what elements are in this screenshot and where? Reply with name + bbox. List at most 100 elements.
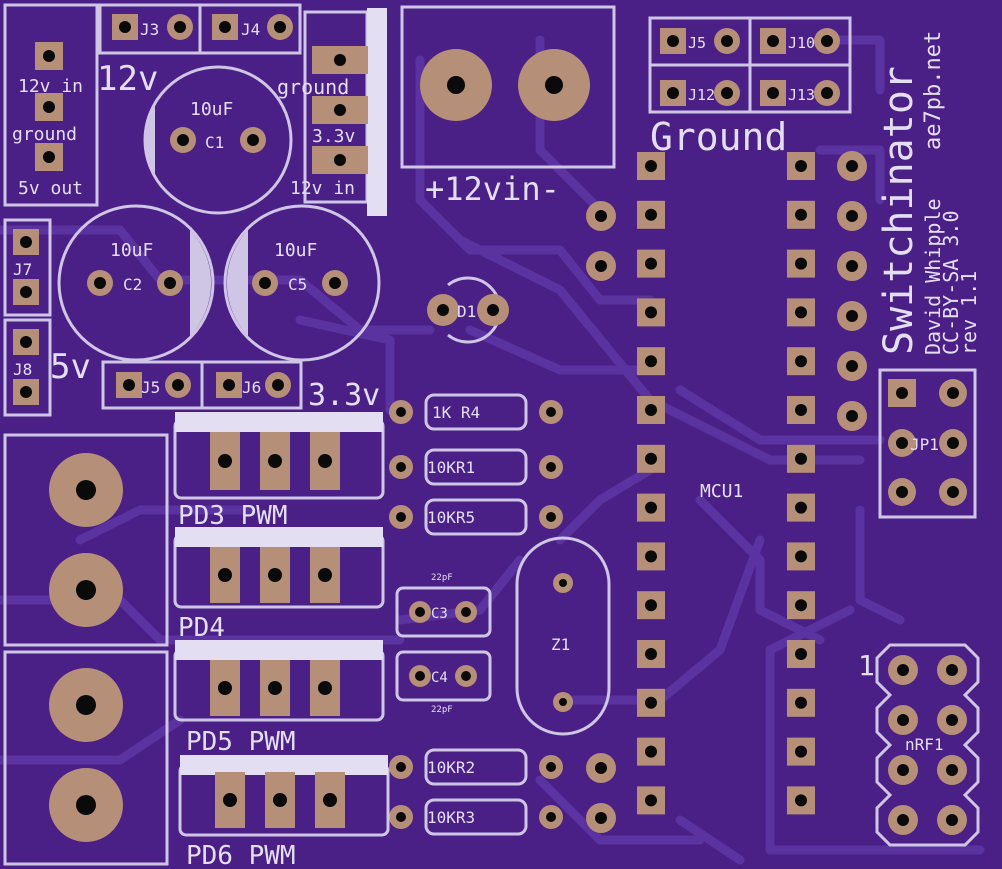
label-pd4: PD4: [178, 613, 225, 643]
board-site: ae7pb.net: [921, 31, 946, 150]
resistor-r3: 10KR3: [389, 798, 563, 836]
mcu-socket: MCU1: [637, 152, 815, 815]
label-j10: J10: [788, 34, 815, 52]
mcu-pin-hole: [795, 452, 807, 465]
label-c5-value: 10uF: [274, 240, 317, 261]
label-c1-value: 10uF: [190, 99, 233, 120]
label-pd6: PD6 PWM: [186, 841, 296, 869]
label-jp1: JP1: [910, 435, 939, 454]
label-c2-value: 10uF: [110, 240, 153, 261]
mcu-pin-hole: [645, 648, 657, 660]
label-j3: J3: [140, 20, 159, 39]
mcu-pin-hole: [795, 696, 807, 709]
power-out-header: 12v in ground 5v out 12v: [3, 3, 158, 207]
mcu-pin-hole: [795, 794, 807, 807]
label-pin1: 1: [858, 649, 875, 682]
label-5v-big: 5v: [50, 347, 91, 387]
mcu-pin-hole: [795, 208, 807, 221]
label-3v3-big: 3.3v: [308, 378, 380, 413]
jumper-jp1: JP1: [878, 368, 977, 519]
label-ground: ground: [12, 124, 77, 145]
mcu-pin-hole: [645, 404, 657, 416]
header-ground-group: J5 J10 J12 J13 Ground: [648, 16, 852, 159]
mcu-pin-hole: [795, 648, 807, 660]
board-license: CC-BY-SA 3.0: [939, 211, 963, 356]
mosfet-pd5: PD5 PWM: [173, 640, 385, 757]
mcu-pin-hole: [795, 599, 807, 612]
label-12vin: +12vin-: [425, 170, 560, 208]
mcu-pin-hole: [645, 501, 657, 514]
resistor-r4: 1K R4: [389, 393, 563, 431]
resistor-r5: 10KR5: [389, 498, 563, 536]
label-12v-in: 12v in: [18, 76, 83, 97]
label-c2: C2: [123, 275, 142, 294]
label-c3: C3: [431, 606, 448, 622]
mosfet-pd6: PD6 PWM: [178, 755, 390, 869]
label-j12: J12: [688, 86, 715, 104]
label-reg-ground: ground: [277, 75, 349, 99]
board-rev: rev 1.1: [957, 271, 981, 355]
voltage-regulator: ground 3.3v 12v in: [277, 8, 387, 216]
mcu-pin-hole: [795, 745, 807, 758]
label-r4: 1K R4: [432, 403, 480, 422]
mcu-pin-hole: [645, 257, 657, 270]
mcu-pin-hole: [645, 599, 657, 612]
header-j3-j4: J3 J4: [98, 3, 302, 55]
header-j7-j8: J7 J8 5v: [3, 218, 91, 417]
label-c4-value: 22pF: [431, 705, 453, 715]
label-pd3: PD3 PWM: [178, 501, 288, 531]
mosfet-pd4: PD4: [173, 527, 385, 643]
mcu-pin-hole: [795, 306, 807, 319]
io-pads: [586, 151, 867, 833]
mcu-pin-hole: [645, 550, 657, 563]
mcu-pin-hole: [645, 160, 657, 172]
label-c4: C4: [431, 670, 448, 686]
power-input-terminal: +12vin-: [400, 5, 616, 208]
mosfet-pd3: 3.3v PD3 PWM: [173, 378, 385, 531]
label-j6: J6: [242, 378, 261, 397]
label-j7: J7: [13, 260, 32, 279]
board-title: Switchinator: [876, 66, 922, 355]
resistor-r2: 10KR2: [389, 748, 563, 786]
mcu-pin-hole: [795, 550, 807, 563]
output-terminal-1: [3, 433, 169, 647]
label-r5: 10KR5: [427, 508, 475, 527]
label-reg-3v3: 3.3v: [312, 126, 355, 147]
label-j5b: J5: [688, 34, 706, 52]
capacitor-c4: 22pF C4: [395, 650, 492, 715]
mcu-pin-hole: [795, 257, 807, 270]
label-12v-big: 12v: [97, 59, 158, 99]
header-j5-j6: J5 J6: [101, 360, 303, 410]
mcu-pin-hole: [645, 794, 657, 807]
diode-d1: D1: [427, 276, 509, 344]
label-nrf1: nRF1: [905, 735, 944, 754]
mcu-pin-hole: [795, 501, 807, 514]
title-block: Switchinator ae7pb.net David Whipple CC-…: [876, 31, 981, 355]
label-pd5: PD5 PWM: [186, 727, 296, 757]
label-z1: Z1: [551, 635, 570, 654]
mcu-pin-hole: [645, 355, 657, 368]
capacitor-c5: 10uF C5: [223, 204, 381, 362]
label-5v-out: 5v out: [18, 178, 83, 199]
label-c1: C1: [205, 133, 224, 152]
mcu-pin-hole: [645, 452, 657, 465]
label-c3-value: 22pF: [431, 573, 453, 583]
capacitor-c3: 22pF C3: [395, 573, 492, 638]
output-terminal-2: [3, 650, 169, 866]
label-r1: 10KR1: [427, 458, 475, 477]
capacitor-c1: 10uF C1: [143, 65, 293, 215]
crystal-z1: Z1: [515, 536, 611, 736]
capacitor-c2: 10uF C2: [57, 204, 215, 362]
label-j8: J8: [13, 360, 32, 379]
header-nrf1: 1 nRF1: [858, 643, 980, 847]
label-j4: J4: [241, 20, 260, 39]
label-r2: 10KR2: [427, 758, 475, 777]
label-ground-big: Ground: [650, 115, 787, 159]
mcu-pin-hole: [795, 160, 807, 172]
label-d1: D1: [457, 302, 476, 321]
mcu-pin-hole: [645, 745, 657, 758]
mcu-pin-hole: [645, 696, 657, 709]
mcu-pin-hole: [795, 355, 807, 368]
